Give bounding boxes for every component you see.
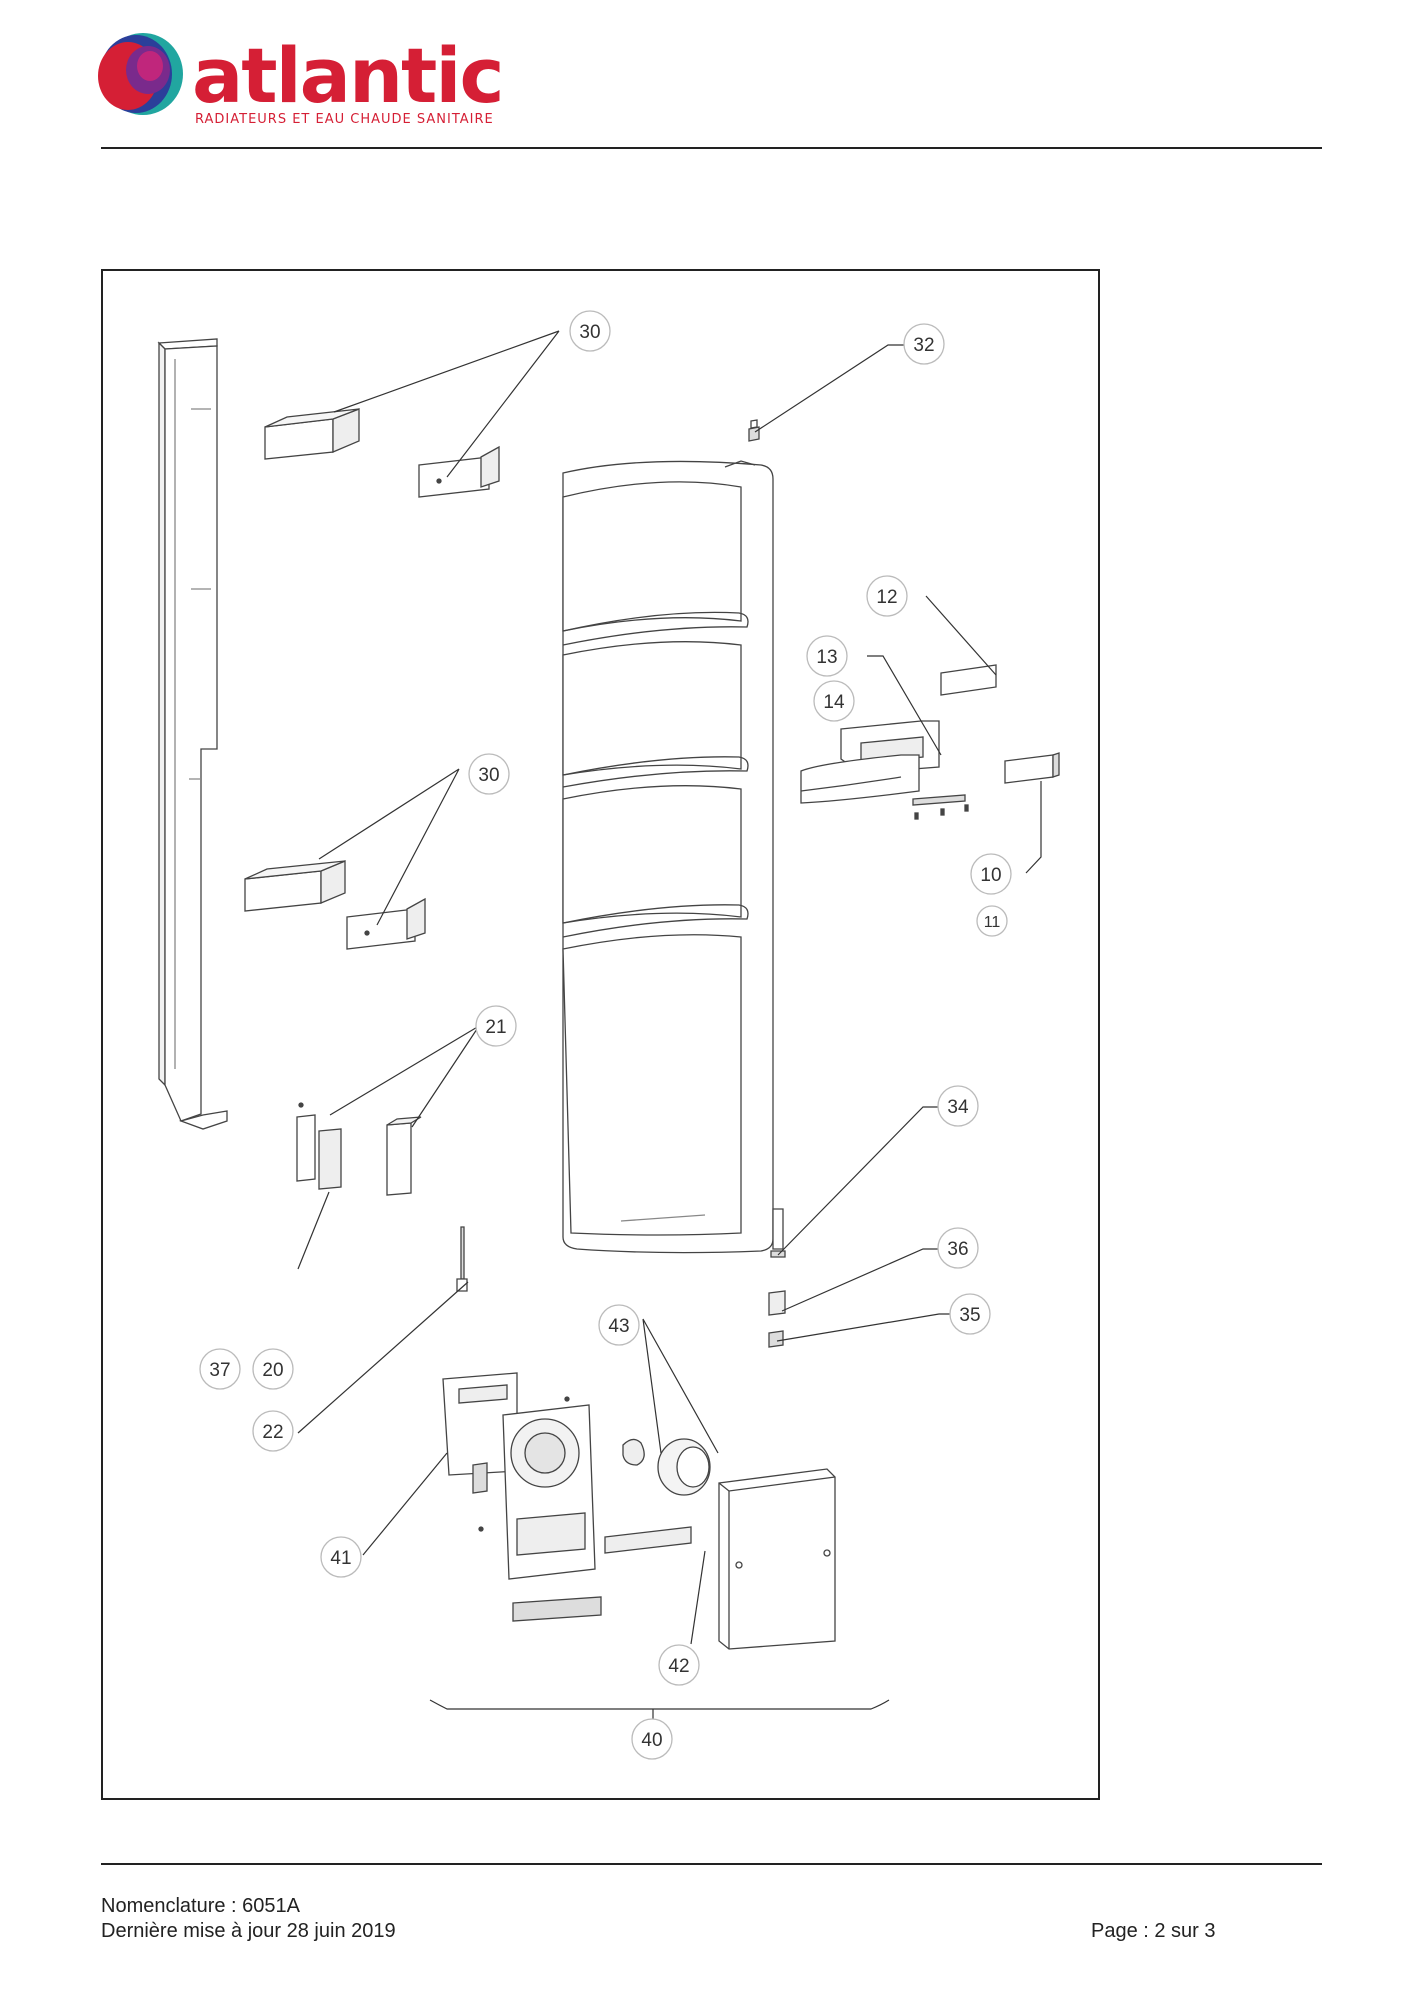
footer-rule bbox=[101, 1863, 1322, 1865]
svg-text:40: 40 bbox=[641, 1730, 662, 1751]
svg-text:30: 30 bbox=[478, 765, 499, 786]
leader-lines bbox=[297, 330, 1042, 1721]
svg-text:35: 35 bbox=[959, 1305, 980, 1326]
svg-text:10: 10 bbox=[980, 865, 1001, 886]
atlantic-logo-mark bbox=[98, 33, 183, 115]
svg-text:21: 21 bbox=[485, 1017, 506, 1038]
radiator-panel bbox=[562, 460, 774, 1254]
callout-10: 10 bbox=[970, 853, 1012, 895]
temperature-probe bbox=[456, 1226, 468, 1292]
callouts: 30 32 12 13 14 30 10 11 21 34 36 35 43 3… bbox=[199, 310, 1012, 1760]
svg-text:30: 30 bbox=[579, 322, 600, 343]
callout-36: 36 bbox=[937, 1227, 979, 1269]
brand-wordmark: atlantic bbox=[192, 31, 504, 120]
callout-30-upper: 30 bbox=[569, 310, 611, 352]
footer-updated-date: Dernière mise à jour 28 juin 2019 bbox=[101, 1920, 396, 1942]
svg-text:14: 14 bbox=[823, 692, 845, 713]
callout-34: 34 bbox=[937, 1085, 979, 1127]
wall-bracket-upper bbox=[264, 408, 500, 498]
svg-text:43: 43 bbox=[608, 1316, 629, 1337]
brand-tagline: RADIATEURS ET EAU CHAUDE SANITAIRE bbox=[195, 112, 494, 127]
diagram-frame bbox=[101, 269, 1100, 1800]
callout-13: 13 bbox=[806, 635, 848, 677]
footer-page-number: Page : 2 sur 3 bbox=[1091, 1920, 1216, 1942]
svg-text:13: 13 bbox=[816, 647, 837, 668]
callout-12: 12 bbox=[866, 575, 908, 617]
svg-text:22: 22 bbox=[262, 1422, 283, 1443]
callout-35: 35 bbox=[949, 1293, 991, 1335]
callout-41: 41 bbox=[320, 1536, 362, 1578]
exploded-view-diagram: 30 32 12 13 14 30 10 11 21 34 36 35 43 3… bbox=[101, 269, 1100, 1800]
callout-43: 43 bbox=[598, 1304, 640, 1346]
callout-40: 40 bbox=[631, 1718, 673, 1760]
svg-text:37: 37 bbox=[209, 1360, 230, 1381]
frame-rail bbox=[157, 338, 228, 1130]
svg-text:36: 36 bbox=[947, 1239, 968, 1260]
fan-heater-module bbox=[442, 1372, 836, 1650]
electronic-boards bbox=[296, 1102, 422, 1196]
svg-text:34: 34 bbox=[947, 1097, 969, 1118]
svg-text:42: 42 bbox=[668, 1656, 689, 1677]
header-rule bbox=[101, 147, 1322, 149]
callout-20: 20 bbox=[252, 1348, 294, 1390]
wall-bracket-lower bbox=[244, 860, 426, 950]
callout-42: 42 bbox=[658, 1644, 700, 1686]
valve-parts bbox=[768, 1208, 786, 1348]
callout-21: 21 bbox=[475, 1005, 517, 1047]
callout-11: 11 bbox=[976, 905, 1008, 937]
svg-text:12: 12 bbox=[876, 587, 897, 608]
footer-nomenclature: Nomenclature : 6051A bbox=[101, 1895, 301, 1917]
control-housing bbox=[800, 664, 1060, 820]
svg-text:41: 41 bbox=[330, 1548, 351, 1569]
callout-32: 32 bbox=[903, 323, 945, 365]
svg-text:32: 32 bbox=[913, 335, 934, 356]
callout-30-lower: 30 bbox=[468, 753, 510, 795]
svg-text:20: 20 bbox=[262, 1360, 283, 1381]
callout-37: 37 bbox=[199, 1348, 241, 1390]
callout-14: 14 bbox=[813, 680, 855, 722]
callout-22: 22 bbox=[252, 1410, 294, 1452]
svg-text:11: 11 bbox=[984, 914, 1001, 931]
